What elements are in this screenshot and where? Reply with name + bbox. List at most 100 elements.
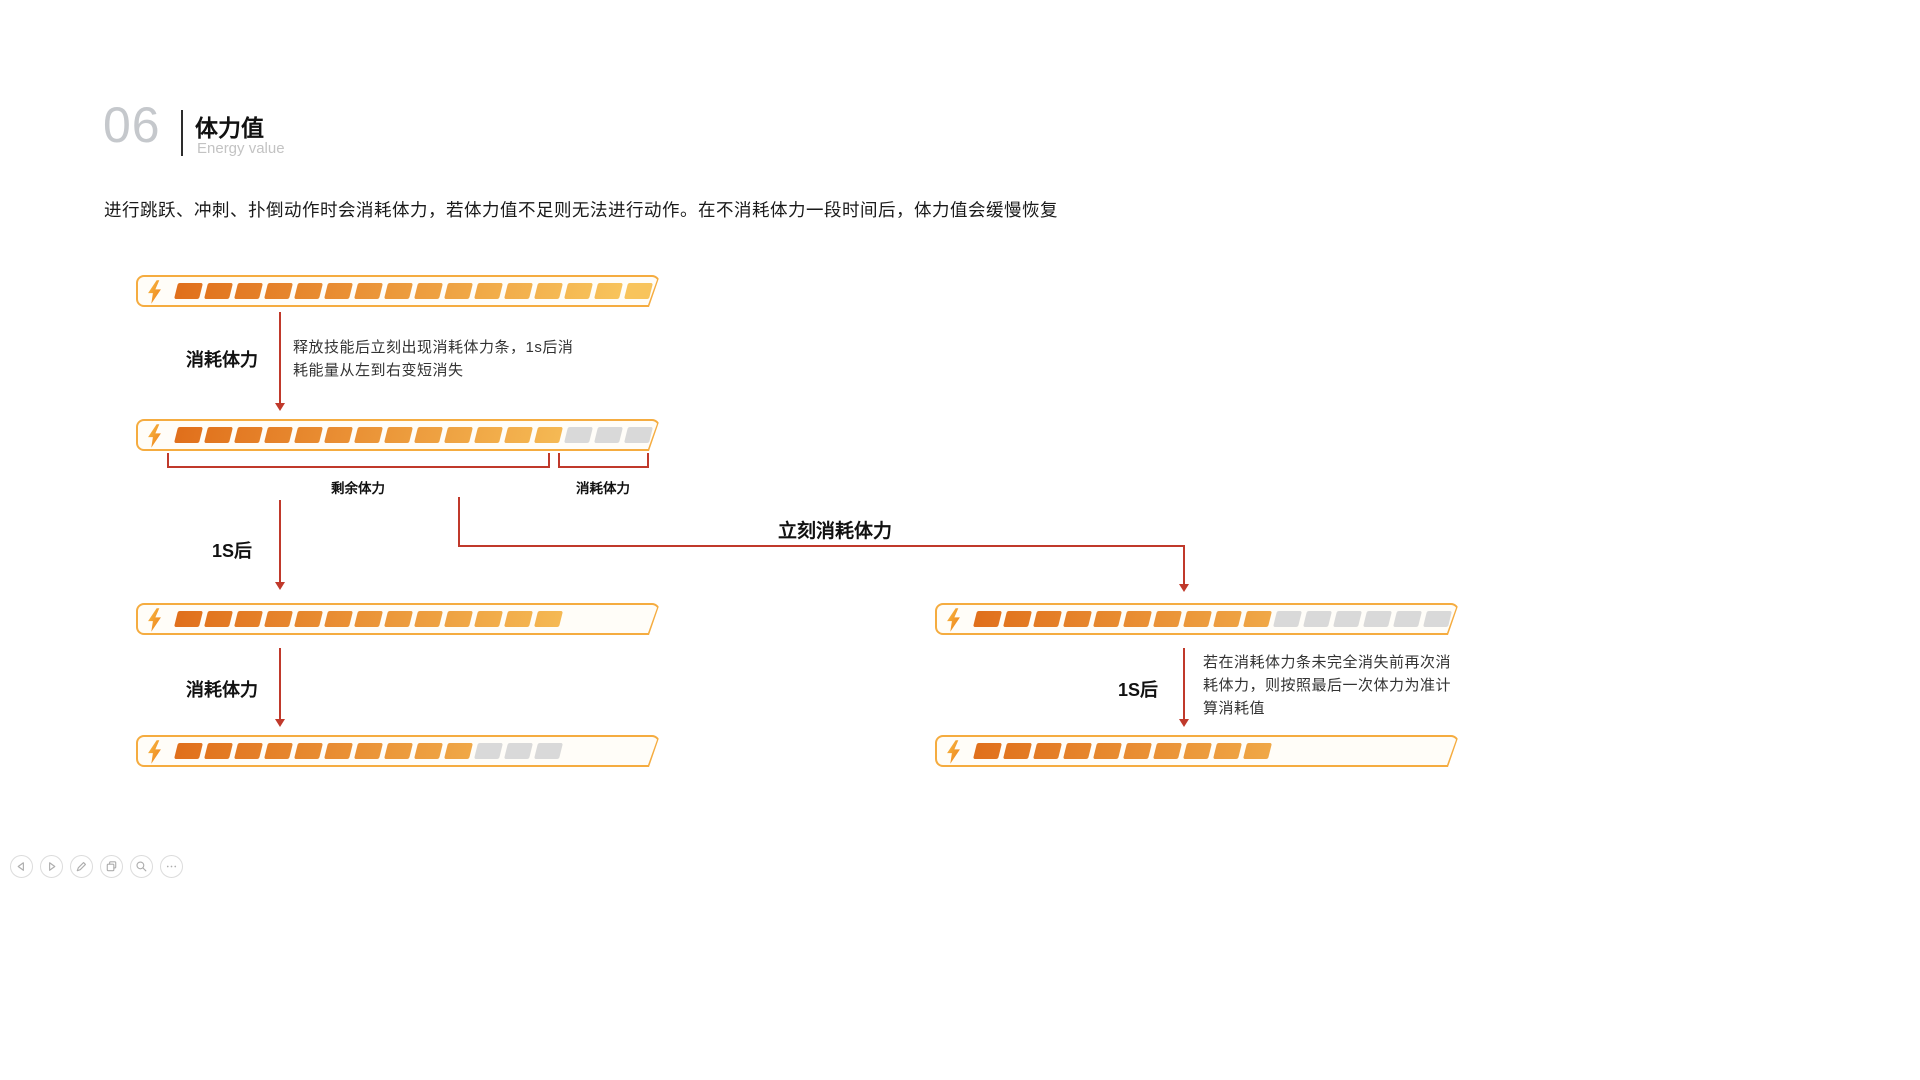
energy-segment xyxy=(354,611,383,627)
bar-segments xyxy=(975,743,1450,759)
energy-segment xyxy=(174,283,203,299)
energy-segment xyxy=(1093,743,1122,759)
zoom-button[interactable] xyxy=(130,855,153,878)
energy-segment xyxy=(973,611,1002,627)
energy-segment xyxy=(324,283,353,299)
energy-segment xyxy=(414,743,443,759)
connector-immediate-head xyxy=(1179,584,1189,592)
energy-segment xyxy=(354,743,383,759)
label-immediate-consume: 立刻消耗体力 xyxy=(777,521,892,542)
energy-segment xyxy=(1333,611,1362,627)
edit-pen-button[interactable] xyxy=(70,855,93,878)
energy-segment xyxy=(264,611,293,627)
viewer-toolbar xyxy=(10,855,183,878)
prev-button[interactable] xyxy=(10,855,33,878)
energy-segment xyxy=(1303,611,1332,627)
bracket-line-remaining xyxy=(167,466,550,468)
energy-segment xyxy=(384,427,413,443)
connector-immediate-h xyxy=(458,545,1185,547)
energy-bar-full xyxy=(136,275,660,307)
energy-segment xyxy=(504,743,533,759)
bar-body xyxy=(937,605,1457,633)
bar-body xyxy=(937,737,1457,765)
energy-segment xyxy=(444,611,473,627)
energy-segment xyxy=(234,743,263,759)
energy-segment xyxy=(324,427,353,443)
energy-segment xyxy=(294,283,323,299)
arrow-1s-left-head xyxy=(275,582,285,590)
arrow-consume-2-head xyxy=(275,719,285,727)
energy-segment xyxy=(414,283,443,299)
energy-segment xyxy=(564,427,593,443)
next-button[interactable] xyxy=(40,855,63,878)
energy-segment xyxy=(294,427,323,443)
energy-segment xyxy=(1153,611,1182,627)
copy-icon xyxy=(106,861,117,872)
energy-segment xyxy=(1213,611,1242,627)
zoom-icon xyxy=(136,861,147,872)
energy-segment xyxy=(444,427,473,443)
energy-segment xyxy=(1243,611,1272,627)
energy-segment xyxy=(1123,611,1152,627)
energy-segment xyxy=(594,427,623,443)
energy-bar-bottom-left xyxy=(136,735,660,767)
energy-segment xyxy=(204,427,233,443)
bar-body xyxy=(138,737,658,765)
energy-segment xyxy=(474,283,503,299)
energy-segment xyxy=(594,283,623,299)
energy-segment xyxy=(294,743,323,759)
note-skill-release: 释放技能后立刻出现消耗体力条，1s后消 耗能量从左到右变短消失 xyxy=(293,339,574,379)
energy-segment xyxy=(1393,611,1422,627)
more-icon xyxy=(166,865,177,868)
arrow-1s-right-line xyxy=(1183,648,1185,719)
energy-segment xyxy=(204,743,233,759)
bar-segments xyxy=(176,283,651,299)
bar-segments xyxy=(176,427,651,443)
energy-segment xyxy=(973,743,1002,759)
energy-bar-bottom-right xyxy=(935,735,1459,767)
energy-segment xyxy=(234,427,263,443)
label-1s-right: 1S后 xyxy=(1118,680,1159,700)
energy-segment xyxy=(294,611,323,627)
energy-segment xyxy=(534,427,563,443)
lightning-icon xyxy=(147,740,162,764)
energy-segment xyxy=(1213,743,1242,759)
bar-body xyxy=(138,421,658,449)
bar-segments xyxy=(176,611,651,627)
energy-segment xyxy=(384,283,413,299)
energy-segment xyxy=(444,283,473,299)
energy-segment xyxy=(1123,743,1152,759)
arrow-consume-1-head xyxy=(275,403,285,411)
energy-bar-immediate xyxy=(935,603,1459,635)
bracket-line-consumed xyxy=(558,466,649,468)
arrow-1s-left-line xyxy=(279,500,281,582)
connector-immediate-v2 xyxy=(1183,545,1185,584)
energy-segment xyxy=(474,427,503,443)
arrow-consume-1-line xyxy=(279,312,281,403)
energy-segment xyxy=(264,743,293,759)
energy-segment xyxy=(444,743,473,759)
lightning-icon xyxy=(147,280,162,304)
energy-segment xyxy=(324,743,353,759)
label-consume-1: 消耗体力 xyxy=(186,350,258,370)
energy-segment xyxy=(264,283,293,299)
more-button[interactable] xyxy=(160,855,183,878)
energy-segment xyxy=(1423,611,1452,627)
energy-segment xyxy=(234,283,263,299)
lightning-icon xyxy=(147,424,162,448)
copy-slide-button[interactable] xyxy=(100,855,123,878)
energy-segment xyxy=(234,611,263,627)
energy-segment xyxy=(1363,611,1392,627)
energy-segment xyxy=(1183,743,1212,759)
energy-segment xyxy=(324,611,353,627)
energy-segment xyxy=(174,427,203,443)
bar-segments xyxy=(975,611,1450,627)
energy-segment xyxy=(384,743,413,759)
energy-segment xyxy=(474,611,503,627)
bar-segments xyxy=(176,743,651,759)
energy-segment xyxy=(504,611,533,627)
energy-segment xyxy=(474,743,503,759)
connector-immediate-v1 xyxy=(458,497,460,545)
label-1s-left: 1S后 xyxy=(212,541,253,561)
page-subtitle: Energy value xyxy=(197,140,285,157)
